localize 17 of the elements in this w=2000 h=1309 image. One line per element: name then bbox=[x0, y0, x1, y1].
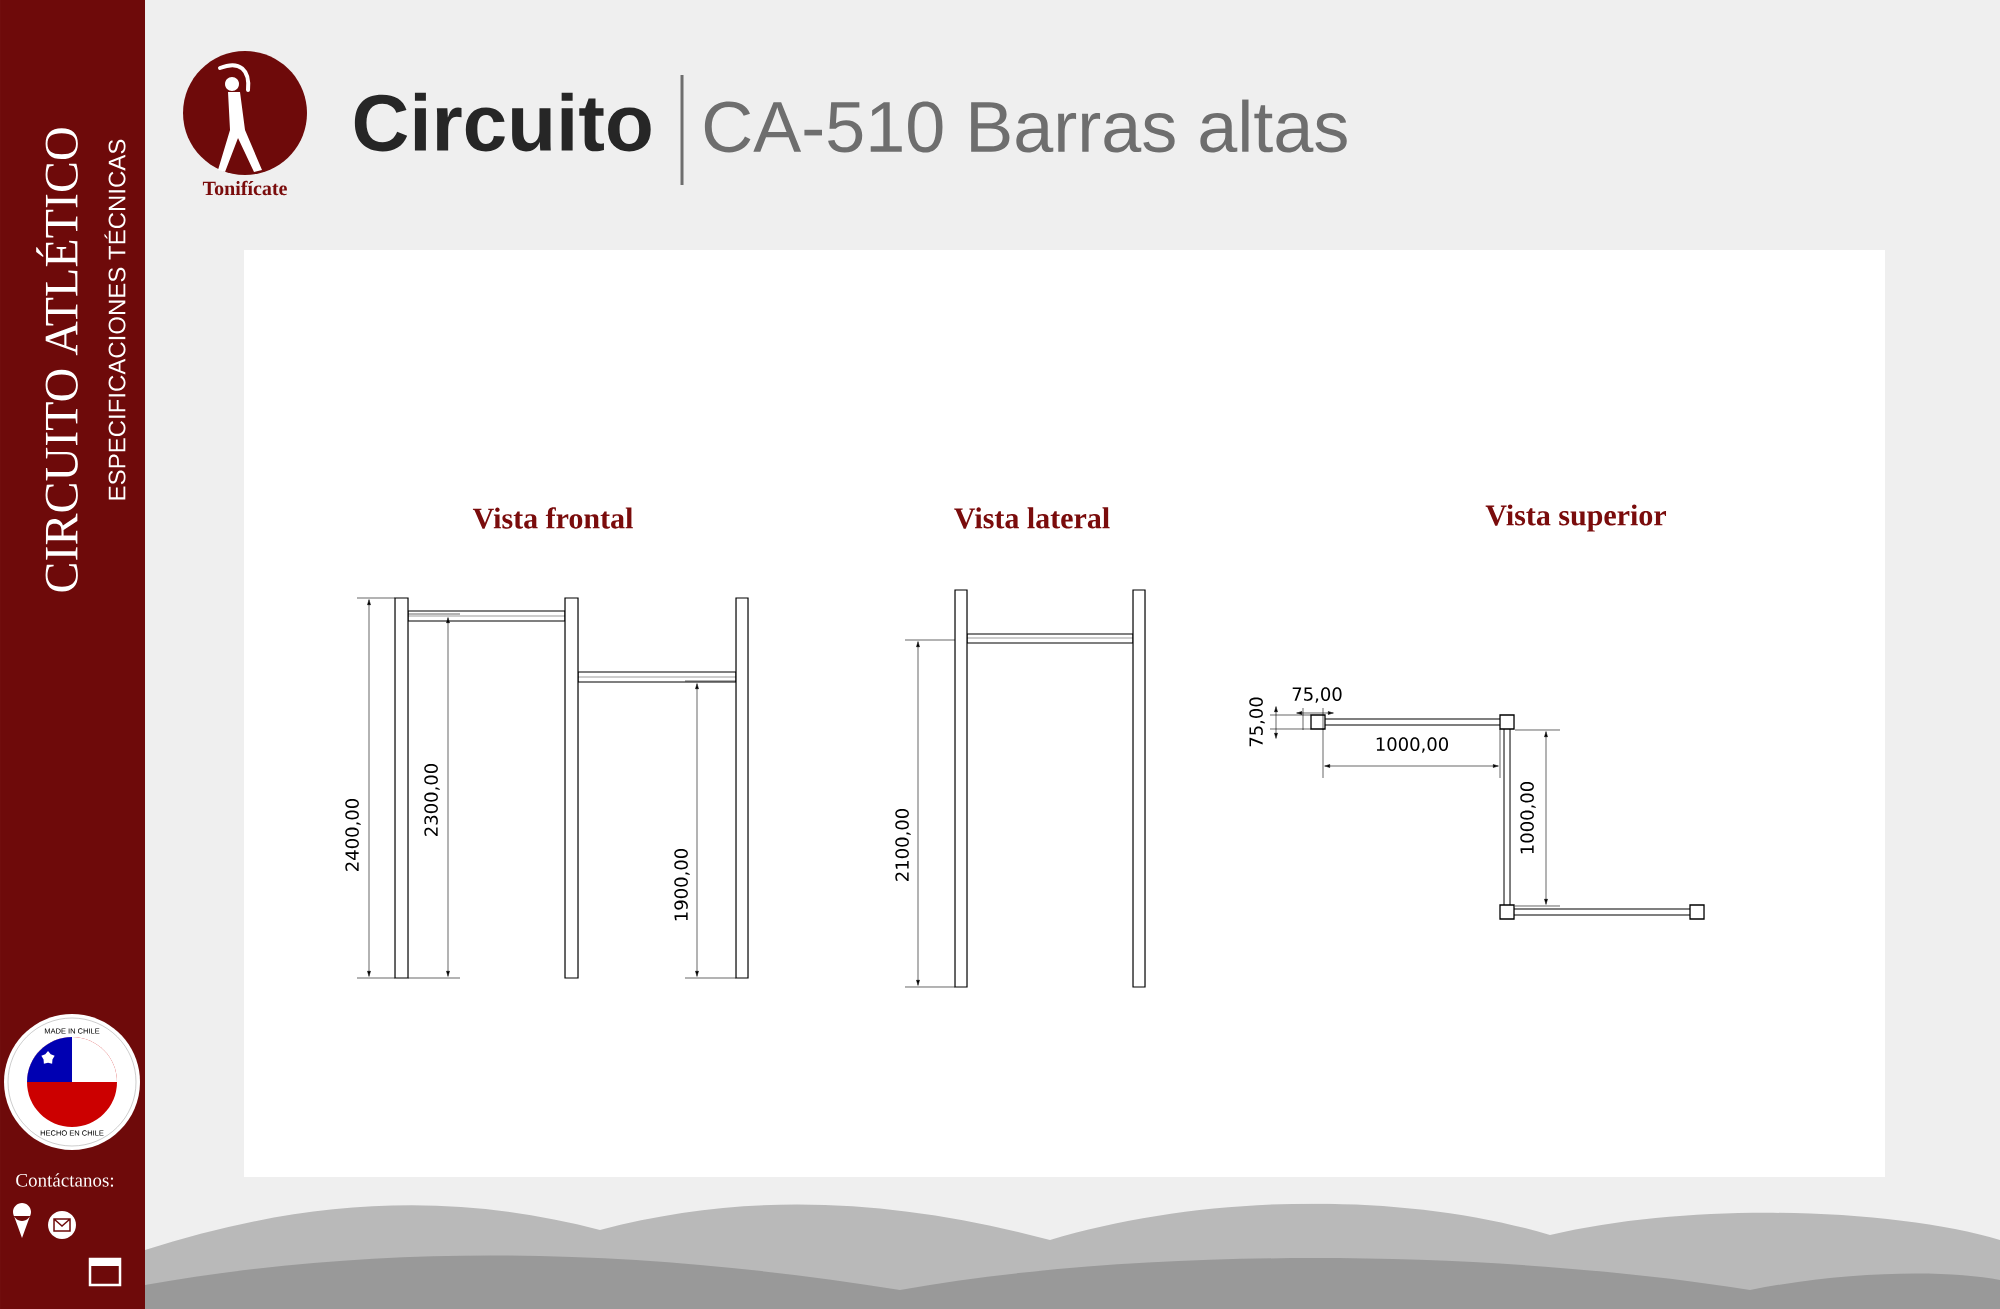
page-title: CA-510 Barras altas bbox=[704, 99, 1347, 153]
dimension-label: 1900,00 bbox=[674, 849, 690, 921]
contact-label: Contáctanos: bbox=[16, 1173, 114, 1187]
dimension-label: 2100,00 bbox=[895, 809, 911, 881]
view-title: Vista lateral bbox=[954, 507, 1110, 529]
dimension-label: 75,00 bbox=[1292, 687, 1342, 703]
dimension-label: 75,00 bbox=[1249, 697, 1265, 747]
dimension-label: 2300,00 bbox=[424, 764, 440, 836]
sidebar-subheading: ESPECIFICACIONES TÉCNICAS bbox=[104, 139, 126, 500]
dimension-label: 1000,00 bbox=[1520, 782, 1536, 854]
dimension-label: 2400,00 bbox=[345, 799, 361, 871]
view-title: Vista frontal bbox=[472, 507, 633, 529]
view-title: Vista superior bbox=[1485, 504, 1666, 532]
icon-caption: Tonifícate bbox=[202, 180, 287, 196]
category-heading: Circuito bbox=[354, 92, 651, 152]
dimension-label: 1000,00 bbox=[1376, 737, 1448, 753]
sidebar-heading: CIRCUITO ATLÉTICO bbox=[36, 128, 78, 592]
